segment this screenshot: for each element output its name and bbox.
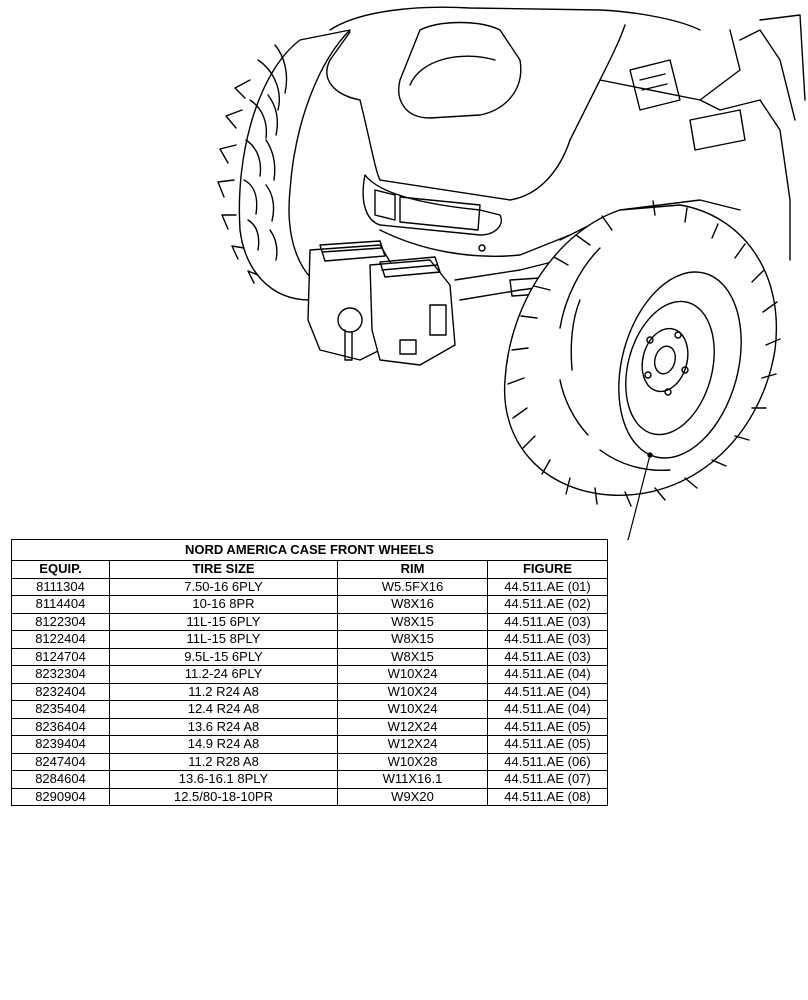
rim-cell: W12X24 xyxy=(337,735,488,754)
front-wheels-table: NORD AMERICA CASE FRONT WHEELS EQUIP.TIR… xyxy=(11,539,608,806)
cab-side xyxy=(689,14,806,261)
rim-cell: W5.5FX16 xyxy=(337,577,488,596)
rim-cell: W10X24 xyxy=(337,665,488,684)
tire-size-cell: 12.5/80-18-10PR xyxy=(109,787,338,806)
rim-cell: W8X16 xyxy=(337,595,488,614)
equip-cell: 8122404 xyxy=(11,630,110,649)
hood-and-fender xyxy=(326,6,741,201)
tire-size-cell: 10-16 8PR xyxy=(109,595,338,614)
rim-cell: W10X24 xyxy=(337,700,488,719)
rim-cell: W9X20 xyxy=(337,787,488,806)
right-front-tire xyxy=(503,200,781,507)
tire-size-cell: 11L-15 8PLY xyxy=(109,630,338,649)
equip-cell: 8232304 xyxy=(11,665,110,684)
equip-cell: 8239404 xyxy=(11,735,110,754)
tire-size-cell: 11.2-24 6PLY xyxy=(109,665,338,684)
tire-size-cell: 14.9 R24 A8 xyxy=(109,735,338,754)
figure-cell: 44.511.AE (05) xyxy=(487,717,608,736)
equip-cell: 8232404 xyxy=(11,682,110,701)
tire-size-cell: 13.6 R24 A8 xyxy=(109,717,338,736)
figure-cell: 44.511.AE (08) xyxy=(487,787,608,806)
tire-size-cell: 11.2 R24 A8 xyxy=(109,682,338,701)
figure-column-header: FIGURE xyxy=(487,560,608,579)
tire-size-cell: 12.4 R24 A8 xyxy=(109,700,338,719)
rim-cell: W10X24 xyxy=(337,682,488,701)
figure-cell: 44.511.AE (04) xyxy=(487,700,608,719)
equip-cell: 8236404 xyxy=(11,717,110,736)
rim-cell: W8X15 xyxy=(337,630,488,649)
tire-size-cell: 7.50-16 6PLY xyxy=(109,577,338,596)
figure-cell: 44.511.AE (04) xyxy=(487,682,608,701)
figure-cell: 44.511.AE (03) xyxy=(487,630,608,649)
tire-size-cell: 9.5L-15 6PLY xyxy=(109,647,338,666)
rim-column-header: RIM xyxy=(337,560,488,579)
equip-cell: 8247404 xyxy=(11,752,110,771)
figure-cell: 44.511.AE (03) xyxy=(487,612,608,631)
callout-leader xyxy=(626,452,653,540)
equip-cell: 8124704 xyxy=(11,647,110,666)
figure-cell: 44.511.AE (03) xyxy=(487,647,608,666)
equip-cell: 8284604 xyxy=(11,770,110,789)
tire-size-column-header: TIRE SIZE xyxy=(109,560,338,579)
tire-size-cell: 13.6-16.1 8PLY xyxy=(109,770,338,789)
front-weights xyxy=(307,240,456,366)
tractor-front-wheel-illustration xyxy=(217,6,806,540)
table-title: NORD AMERICA CASE FRONT WHEELS xyxy=(11,539,608,561)
rim-cell: W11X16.1 xyxy=(337,770,488,789)
figure-cell: 44.511.AE (06) xyxy=(487,752,608,771)
rim-cell: W8X15 xyxy=(337,647,488,666)
equip-cell: 8290904 xyxy=(11,787,110,806)
equip-cell: 8235404 xyxy=(11,700,110,719)
figure-cell: 44.511.AE (05) xyxy=(487,735,608,754)
rim-cell: W12X24 xyxy=(337,717,488,736)
equip-cell: 8111304 xyxy=(11,577,110,596)
equip-cell: 8122304 xyxy=(11,612,110,631)
rim-cell: W8X15 xyxy=(337,612,488,631)
equip-cell: 8114404 xyxy=(11,595,110,614)
figure-cell: 44.511.AE (01) xyxy=(487,577,608,596)
rim-cell: W10X28 xyxy=(337,752,488,771)
front-grille xyxy=(362,174,571,257)
figure-cell: 44.511.AE (02) xyxy=(487,595,608,614)
figure-cell: 44.511.AE (04) xyxy=(487,665,608,684)
tire-size-cell: 11.2 R28 A8 xyxy=(109,752,338,771)
equip-column-header: EQUIP. xyxy=(11,560,110,579)
figure-cell: 44.511.AE (07) xyxy=(487,770,608,789)
tire-size-cell: 11L-15 6PLY xyxy=(109,612,338,631)
